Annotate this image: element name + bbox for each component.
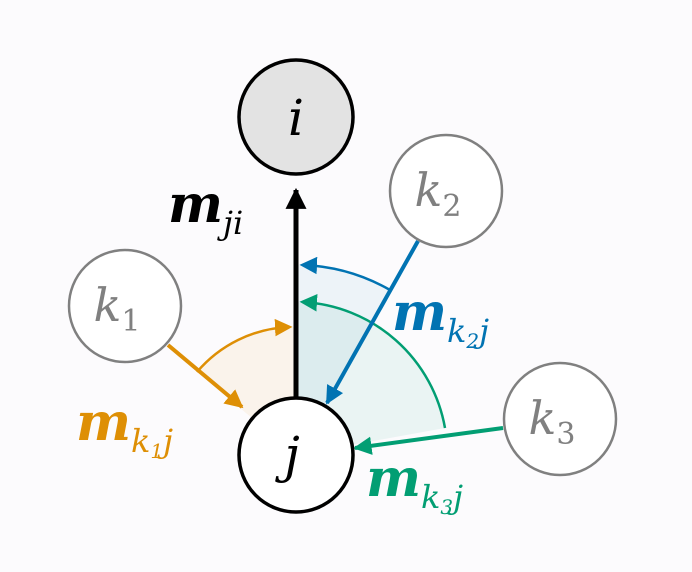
- node-k3-subscript: 3: [556, 417, 575, 452]
- angle-arc-k2: [299, 256, 391, 292]
- node-k3: k3: [502, 361, 618, 477]
- edge-k3-to-j: [353, 426, 504, 455]
- label-m-k3j-symbol: m: [366, 448, 421, 509]
- edge-k1-to-j: [166, 343, 244, 409]
- node-k3-letter: k: [529, 391, 557, 445]
- node-j: j: [237, 396, 355, 514]
- edge-k2-to-j: [325, 240, 420, 405]
- node-k2-subscript: 2: [442, 189, 461, 224]
- label-m-k3j: mk3j: [366, 448, 463, 519]
- label-m-k2j: mk2j: [392, 282, 489, 353]
- node-k1-subscript: 1: [121, 304, 140, 339]
- node-k1-letter: k: [94, 278, 122, 332]
- label-m-ji: mji: [168, 174, 243, 242]
- label-m-k3j-sub: k: [421, 478, 440, 516]
- angle-arc-k1: [196, 318, 293, 373]
- node-i-label: i: [288, 89, 304, 147]
- svg-text:k3: k3: [529, 391, 576, 452]
- label-m-k2j-subsub: 2: [465, 329, 479, 353]
- label-m-k2j-symbol: m: [392, 282, 447, 343]
- node-k2-letter: k: [415, 163, 443, 217]
- label-m-k2j-sub: k: [447, 312, 466, 350]
- node-k1: k1: [67, 248, 183, 364]
- svg-text:k1: k1: [94, 278, 141, 339]
- label-m-k1j-subsub: 1: [150, 439, 163, 463]
- label-m-k1j-sub: k: [131, 422, 150, 460]
- angle-arc-k3: [299, 294, 447, 429]
- node-i: i: [237, 58, 355, 176]
- label-m-k1j-symbol: m: [76, 392, 131, 453]
- label-m-k1j: mk1j: [76, 392, 173, 463]
- label-m-ji-symbol: m: [168, 174, 223, 235]
- svg-text:k2: k2: [415, 163, 462, 224]
- label-m-k3j-subsub: 3: [440, 495, 453, 519]
- svg-text:i: i: [288, 89, 304, 147]
- node-k2: k2: [388, 133, 504, 249]
